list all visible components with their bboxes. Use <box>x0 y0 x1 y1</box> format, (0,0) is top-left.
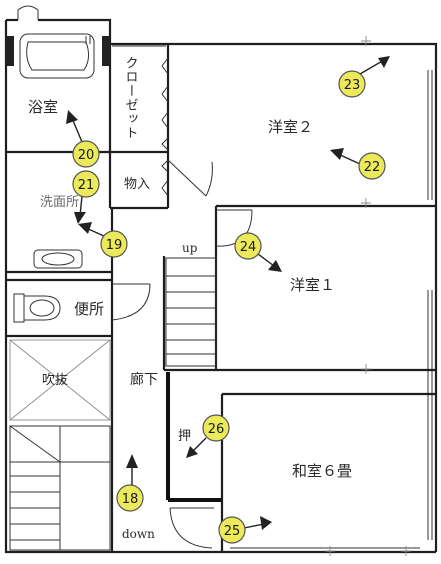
marker-23[interactable]: 23 <box>338 56 390 98</box>
marker-21[interactable]: 21 <box>72 170 100 224</box>
room-label-oshiire: 押 <box>178 429 191 444</box>
room-label-atrium: 吹抜 <box>42 372 68 388</box>
sink <box>33 249 83 269</box>
room-label-hallway: 廊下 <box>130 371 158 388</box>
room-label-western1: 洋室１ <box>290 276 335 294</box>
grid-ticks <box>325 36 411 556</box>
room-label-washroom: 洗面所 <box>40 195 79 210</box>
marker-number: 20 <box>78 148 95 163</box>
photo-markers: 23 22 20 21 19 <box>66 56 390 544</box>
toilet-fixture <box>13 293 61 323</box>
marker-number: 23 <box>344 78 361 93</box>
room-label-bath: 浴室 <box>28 98 58 116</box>
room-label-toilet: 便所 <box>74 300 104 318</box>
stairs-down <box>9 425 111 551</box>
marker-number: 21 <box>78 178 95 193</box>
marker-20[interactable]: 20 <box>66 110 100 168</box>
bathtub <box>19 33 95 79</box>
marker-number: 19 <box>106 238 123 253</box>
closet-doors <box>161 57 169 197</box>
door-swings <box>111 159 253 549</box>
marker-24[interactable]: 24 <box>234 232 282 272</box>
marker-number: 25 <box>224 524 241 539</box>
stairs-label-down: down <box>122 527 155 541</box>
room-label-storage: 物入 <box>124 177 150 192</box>
marker-25[interactable]: 25 <box>218 516 272 544</box>
marker-22[interactable]: 22 <box>330 148 386 180</box>
stairs-label-up: up <box>182 241 198 255</box>
marker-26[interactable]: 26 <box>186 414 230 458</box>
room-label-closet: クローゼット <box>123 56 139 140</box>
marker-18[interactable]: 18 <box>116 454 144 512</box>
room-label-japanese: 和室６畳 <box>292 462 352 480</box>
room-label-western2: 洋室２ <box>268 118 313 136</box>
stairs-up <box>165 257 217 367</box>
marker-number: 18 <box>122 492 139 507</box>
room-labels: 浴室 クローゼット 物入 洋室２ 洗面所 便所 洋室１ 吹抜 廊下 押 和室６畳… <box>28 56 352 541</box>
interior-walls <box>6 44 436 552</box>
atrium-void <box>9 339 111 421</box>
marker-number: 24 <box>240 240 257 255</box>
marker-number: 26 <box>208 422 225 437</box>
marker-19[interactable]: 19 <box>78 222 128 258</box>
marker-number: 22 <box>364 160 381 175</box>
